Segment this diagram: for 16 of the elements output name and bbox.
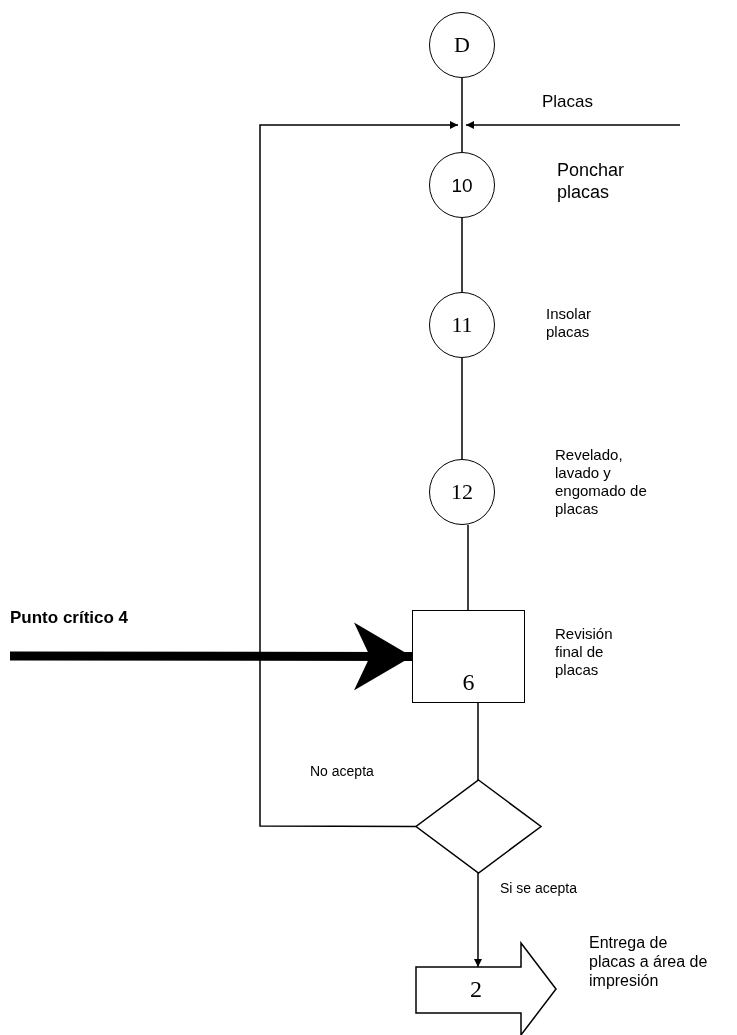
step-description: Entrega de placas a área de impresión [589,933,709,991]
edge-label: No acepta [310,763,374,779]
node-number: 2 [470,977,482,1001]
step-description: Revisión final de placas [555,625,614,679]
node-number: 12 [451,481,473,503]
step-description: Revelado, lavado y engomado de placas [555,446,648,518]
delivery-arrow-shape [415,940,557,1035]
node-number: 6 [462,670,475,694]
step-description: Insolar placas [546,305,593,341]
node-number: 10 [451,175,473,195]
node-number: 11 [451,314,473,336]
step-description: Ponchar placas [557,160,626,204]
inspection-box [412,610,525,703]
decision-diamond [414,779,543,874]
edge-label: Si se acepta [500,880,578,896]
node-number: D [454,34,470,56]
